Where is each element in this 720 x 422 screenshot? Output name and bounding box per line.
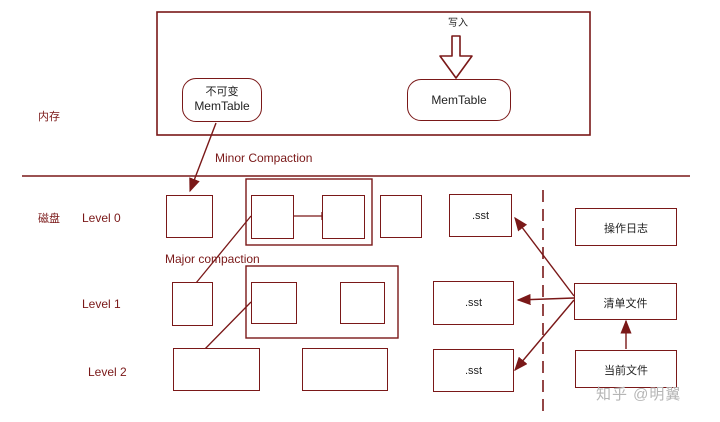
level0-file-box-4 (380, 195, 422, 238)
level2-file-box-2 (302, 348, 388, 391)
memtable-box (407, 79, 511, 121)
minor-compaction-arrow (189, 122, 217, 193)
immutable-memtable-box (182, 78, 262, 122)
level0-file-box-3 (322, 195, 365, 239)
current-file-label: 当前文件 (604, 365, 648, 377)
level1-compaction-group (245, 265, 399, 339)
memory-label: 内存 (38, 111, 60, 123)
sst-l0-label: .sst (471, 210, 490, 222)
sst-l2-box (433, 349, 514, 392)
manifest-to-sst-l1-arrow (516, 293, 575, 306)
manifest-box (574, 283, 677, 320)
level1-file-box-2 (251, 282, 297, 324)
major-compaction-label: Major compaction (165, 252, 260, 266)
watermark-text: 知乎 @明翼 (596, 386, 682, 403)
level0-label: Level 0 (82, 211, 121, 225)
level0-file-box-1 (166, 195, 213, 238)
sst-l2-label: .sst (464, 365, 483, 377)
level1-file-box-1 (172, 282, 213, 326)
immutable-memtable-label-line2: MemTable (194, 99, 250, 113)
level0-file-box-2 (251, 195, 294, 239)
level2-label: Level 2 (88, 365, 127, 379)
manifest-to-sst-l2-arrow (514, 299, 575, 372)
op-log-box (575, 208, 677, 246)
sst-l0-box (449, 194, 512, 237)
level1-label: Level 1 (82, 297, 121, 311)
level1-file-box-3 (340, 282, 385, 324)
minor-compaction-label: Minor Compaction (215, 151, 313, 165)
major-compaction-line-lower (201, 301, 252, 353)
memtable-label: MemTable (431, 93, 487, 107)
major-compaction-line-upper (195, 215, 252, 284)
sst-l1-label: .sst (464, 297, 483, 309)
op-log-label: 操作日志 (604, 223, 648, 235)
level0-compaction-group (245, 178, 373, 246)
current-file-box (575, 350, 677, 388)
disk-label: 磁盘 (38, 213, 60, 225)
sst-l1-box (433, 281, 514, 325)
write-label: 写入 (448, 18, 468, 29)
immutable-memtable-label-line1: 不可变 (205, 86, 239, 98)
manifest-to-sst-l0-arrow (514, 216, 575, 297)
write-arrow-icon (439, 35, 473, 79)
memory-region (156, 11, 591, 136)
manifest-label: 清单文件 (603, 298, 648, 310)
level2-file-box-1 (173, 348, 260, 391)
